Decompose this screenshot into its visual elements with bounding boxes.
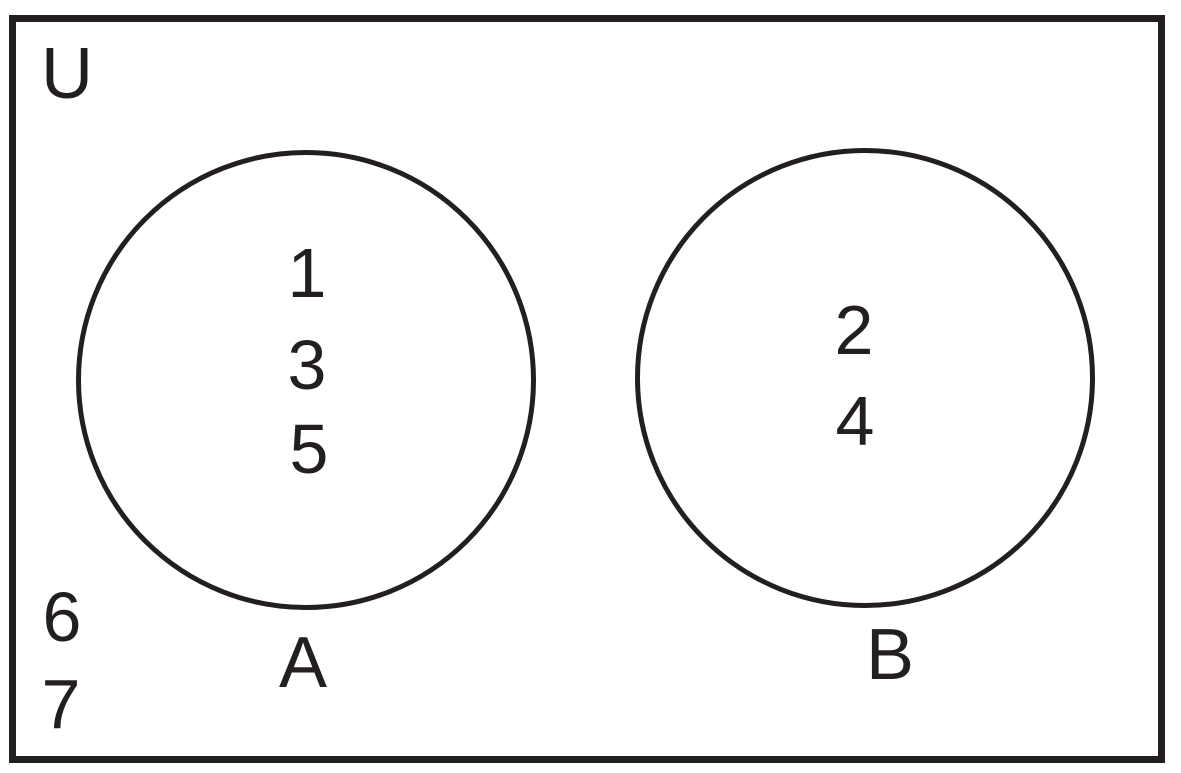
set-a-circle [76,150,536,610]
set-b-circle [635,148,1095,608]
universal-set-label: U [41,34,93,114]
outside-element: 7 [41,665,81,743]
set-a-element: 3 [287,326,327,404]
set-a-label: A [278,623,328,703]
set-a-element: 1 [287,234,327,312]
set-a-element: 5 [289,410,329,488]
set-b-element: 4 [835,382,875,460]
outside-element: 6 [42,578,82,656]
set-b-label: B [865,615,915,695]
set-b-element: 2 [834,291,874,369]
